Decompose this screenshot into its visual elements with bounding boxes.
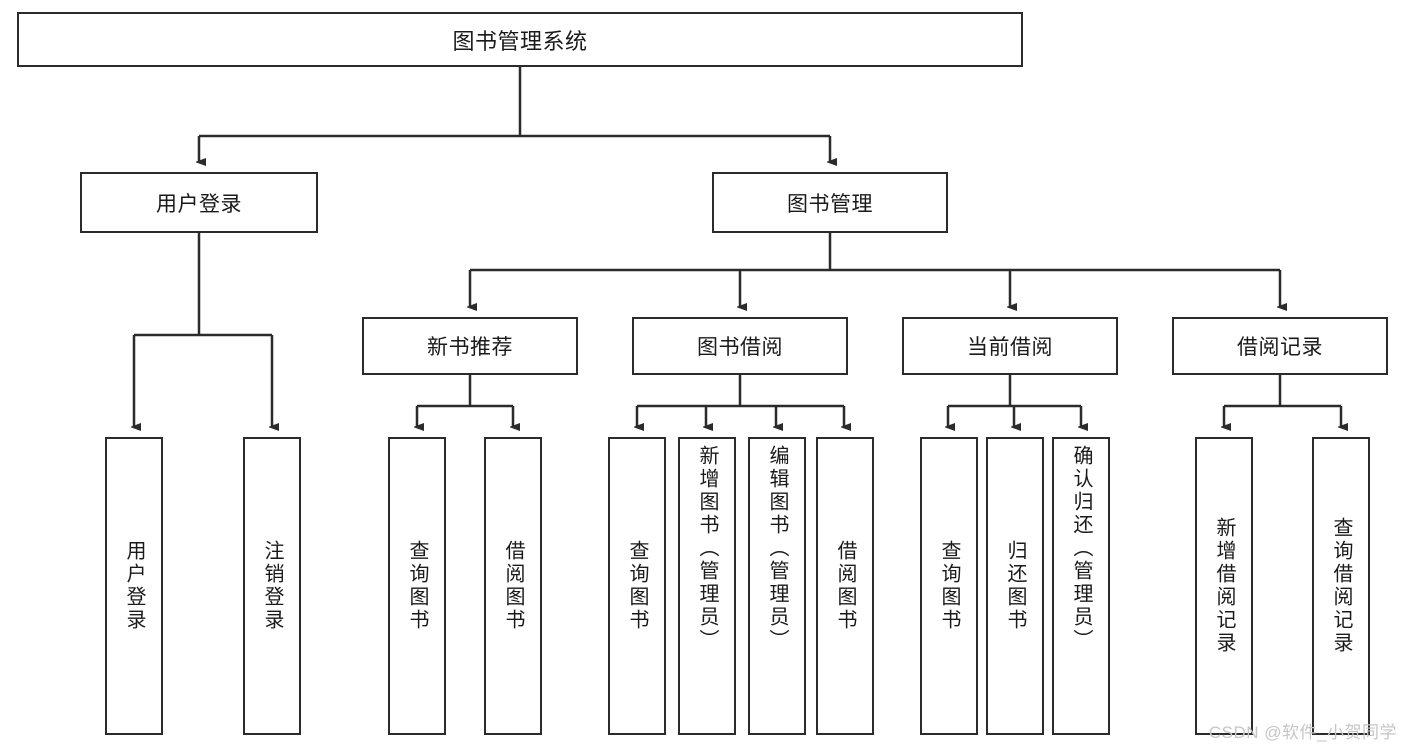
node-book-management-label: 图书管理 bbox=[787, 192, 873, 216]
leaf-query-borrow-record[interactable]: 查询借阅记录 bbox=[1312, 437, 1370, 735]
node-user-login[interactable]: 用户登录 bbox=[80, 172, 318, 233]
node-book-management[interactable]: 图书管理 bbox=[712, 172, 948, 233]
leaf-confirm-return-admin[interactable]: 确认归还（管理员） bbox=[1052, 437, 1110, 735]
leaf-add-borrow-record[interactable]: 新增借阅记录 bbox=[1195, 437, 1253, 735]
leaf-return-book[interactable]: 归还图书 bbox=[986, 437, 1044, 735]
leaf-borrow-book-label: 借阅图书 bbox=[834, 540, 856, 632]
leaf-query-book-borrow[interactable]: 查询图书 bbox=[608, 437, 666, 735]
leaf-add-borrow-record-label: 新增借阅记录 bbox=[1213, 517, 1235, 655]
node-book-borrow-label: 图书借阅 bbox=[697, 336, 783, 359]
leaf-borrow-book-recommend-label: 借阅图书 bbox=[502, 540, 524, 632]
node-root-label: 图书管理系统 bbox=[452, 28, 588, 54]
leaf-user-login-label: 用户登录 bbox=[123, 540, 145, 632]
leaf-logout-label: 注销登录 bbox=[261, 540, 283, 632]
leaf-edit-book-admin[interactable]: 编辑图书（管理员） bbox=[748, 437, 806, 735]
leaf-return-book-label: 归还图书 bbox=[1004, 540, 1026, 632]
leaf-borrow-book-recommend[interactable]: 借阅图书 bbox=[484, 437, 542, 735]
node-borrow-record-label: 借阅记录 bbox=[1237, 336, 1323, 359]
leaf-add-book-admin[interactable]: 新增图书（管理员） bbox=[678, 437, 736, 735]
node-current-borrow[interactable]: 当前借阅 bbox=[902, 317, 1118, 375]
leaf-confirm-return-admin-label: 确认归还（管理员） bbox=[1070, 445, 1092, 652]
leaf-query-book-current-label: 查询图书 bbox=[938, 540, 960, 632]
leaf-query-book-current[interactable]: 查询图书 bbox=[920, 437, 978, 735]
leaf-edit-book-admin-label: 编辑图书（管理员） bbox=[766, 445, 788, 652]
leaf-user-login[interactable]: 用户登录 bbox=[105, 437, 163, 735]
leaf-logout[interactable]: 注销登录 bbox=[243, 437, 301, 735]
node-root[interactable]: 图书管理系统 bbox=[17, 12, 1023, 67]
node-book-borrow[interactable]: 图书借阅 bbox=[632, 317, 848, 375]
leaf-query-book-borrow-label: 查询图书 bbox=[626, 540, 648, 632]
node-current-borrow-label: 当前借阅 bbox=[967, 336, 1053, 359]
leaf-add-book-admin-label: 新增图书（管理员） bbox=[696, 445, 718, 652]
leaf-query-book-recommend-label: 查询图书 bbox=[406, 540, 428, 632]
node-borrow-record[interactable]: 借阅记录 bbox=[1172, 317, 1388, 375]
leaf-query-book-recommend[interactable]: 查询图书 bbox=[388, 437, 446, 735]
node-new-book-recommend-label: 新书推荐 bbox=[427, 336, 513, 359]
leaf-borrow-book[interactable]: 借阅图书 bbox=[816, 437, 874, 735]
node-new-book-recommend[interactable]: 新书推荐 bbox=[362, 317, 578, 375]
node-user-login-label: 用户登录 bbox=[156, 192, 242, 216]
leaf-query-borrow-record-label: 查询借阅记录 bbox=[1330, 517, 1352, 655]
